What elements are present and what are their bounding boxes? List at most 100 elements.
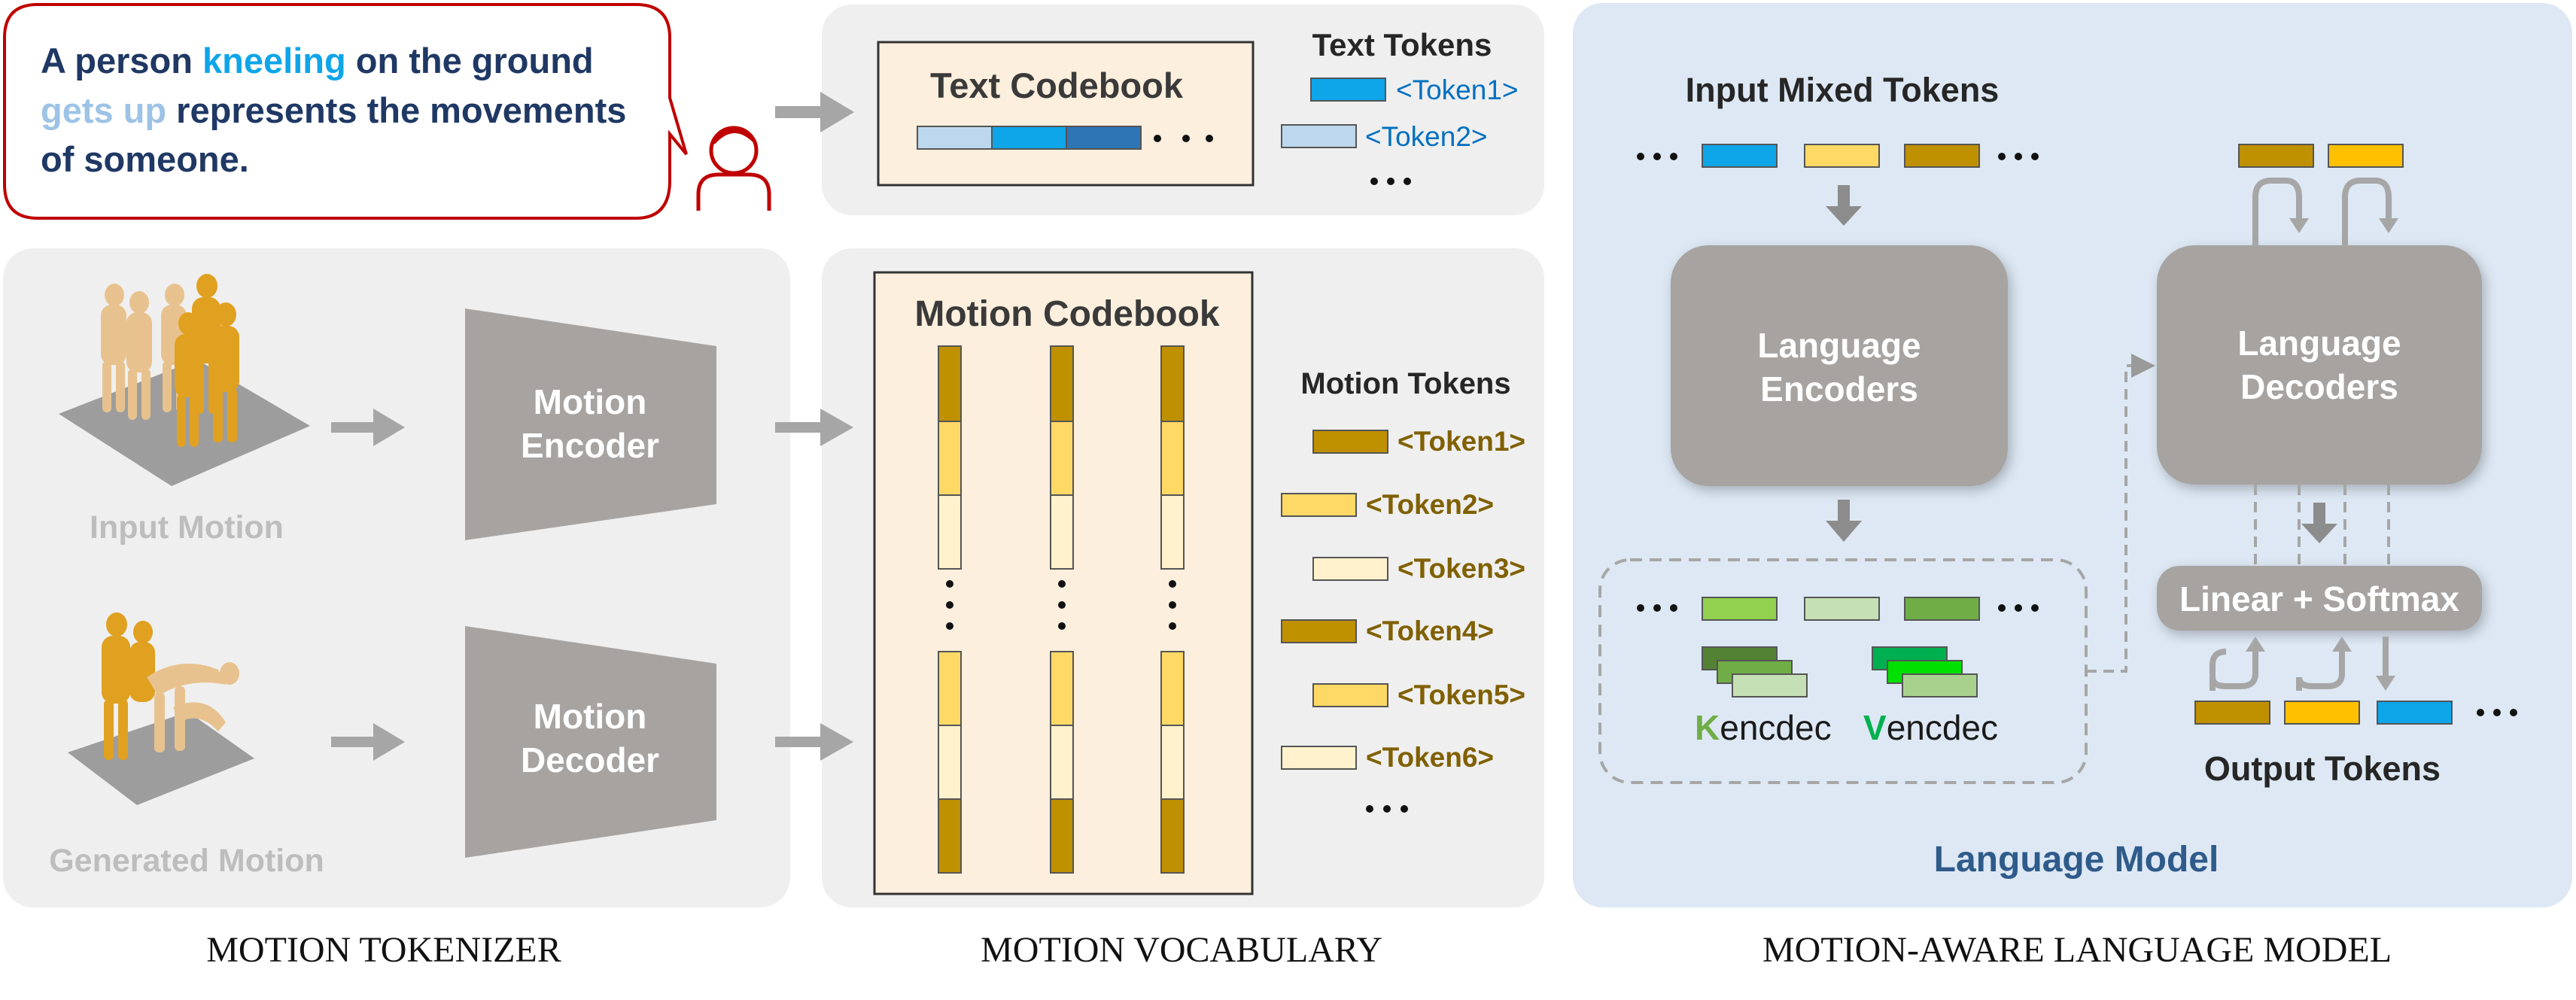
v-encdec-label: Vencdec (1863, 708, 1998, 747)
codebook-column-2-dot-3 (1058, 622, 1066, 630)
codebook-column-3-cell-5 (1160, 725, 1185, 800)
codebook-column-1-cell-6 (938, 798, 962, 874)
codebook-column-3-dot-2 (1169, 601, 1176, 609)
codebook-column-3-cell-2 (1160, 421, 1185, 496)
text-codebook-ellipsis (1154, 135, 1213, 142)
text-codebook-title: Text Codebook (930, 65, 1184, 105)
codebook-column-3-cell-1 (1160, 345, 1185, 422)
input-ellipsis-left (1637, 153, 1677, 160)
arrow-decoder-to-generated (331, 723, 405, 761)
output-token-orange (2284, 701, 2360, 725)
kv-ellipsis-right (1998, 604, 2039, 612)
text-token-2-swatch (1281, 124, 1357, 148)
kv-token-green-1 (1702, 597, 1778, 621)
prompt-text-5: represents the movements (166, 90, 626, 130)
text-code-cell-2 (991, 126, 1067, 150)
prompt-text-3: on the ground (346, 41, 594, 81)
output-tokens-title: Output Tokens (2204, 749, 2441, 788)
prompt-text-1: A person (41, 41, 202, 81)
arrow-input-to-encoder (331, 409, 405, 446)
input-token-light-gold (1804, 144, 1880, 168)
k-stack-icon (1702, 646, 1808, 698)
language-encoders-label-2: Encoders (1760, 369, 1918, 409)
codebook-column-3-cell-3 (1160, 494, 1185, 570)
motion-token-2-label: <Token2> (1366, 489, 1494, 520)
codebook-column-2-cell-3 (1050, 494, 1074, 570)
language-model-panel (1573, 3, 2572, 907)
codebook-column-3-cell-6 (1160, 798, 1185, 874)
arrow-codebook-to-decoder (775, 723, 853, 761)
codebook-column-2-cell-4 (1050, 651, 1074, 726)
caption-motion-tokenizer: MOTION TOKENIZER (206, 930, 561, 970)
k-encdec-label: Kencdec (1695, 708, 1832, 747)
output-token-blue (2377, 701, 2453, 725)
input-token-gold (1904, 144, 1980, 168)
decoder-loop-arrows (2252, 178, 2392, 247)
codebook-column-3-dot-3 (1169, 622, 1176, 630)
decoder-loop-arrowhead-1 (2289, 218, 2309, 233)
arrow-encoders-to-kv (1826, 500, 1862, 542)
arrow-to-text-codebook (775, 92, 854, 132)
codebook-column-1-cell-3 (938, 494, 962, 570)
kv-to-decoders-connector (2086, 354, 2155, 673)
language-model-title: Language Model (1934, 840, 2219, 880)
output-loop-arrow-left (2210, 652, 2345, 691)
codebook-column-1-dot-1 (946, 580, 953, 588)
output-loop-arrowhead-1 (2246, 637, 2265, 652)
codebook-column-2-cell-1 (1050, 345, 1074, 422)
motion-token-5-swatch (1312, 683, 1388, 707)
codebook-column-2-cell-6 (1050, 798, 1074, 874)
output-loop-arrowhead-2 (2332, 637, 2352, 652)
caption-motion-vocabulary: MOTION VOCABULARY (981, 930, 1382, 970)
motion-token-5-label: <Token5> (1397, 679, 1525, 710)
motion-token-3-label: <Token3> (1397, 553, 1525, 584)
decoder-top-token-orange (2328, 144, 2404, 168)
decoder-loop-arrowhead-2 (2379, 218, 2398, 233)
text-tokens-title: Text Tokens (1312, 27, 1492, 62)
codebook-column-3-dot-1 (1169, 580, 1176, 588)
motion-token-4-label: <Token4> (1366, 616, 1494, 646)
language-encoders-label-1: Language (1757, 326, 1921, 365)
input-token-blue (1702, 144, 1778, 168)
generated-motion-figure (68, 612, 254, 805)
output-ellipsis (2477, 709, 2517, 716)
language-decoders-label-1: Language (2237, 324, 2401, 363)
motion-token-6-swatch (1281, 746, 1357, 770)
linear-softmax-label: Linear + Softmax (2179, 579, 2459, 619)
v-stack-icon (1872, 646, 1978, 698)
codebook-column-2-dot-1 (1058, 580, 1066, 588)
svg-text:gets up represents the movemen: gets up represents the movements (41, 90, 626, 130)
input-motion-figure (59, 274, 310, 486)
text-codebook-box (877, 41, 1255, 187)
prompt-kneeling: kneeling (202, 41, 346, 81)
arrow-input-to-encoders (1826, 185, 1862, 226)
language-decoders-block (2157, 245, 2482, 485)
prompt-bubble: A person kneeling on the ground gets up … (2, 2, 688, 220)
prompt-text-6: of someone. (41, 139, 249, 179)
output-token-gold (2194, 701, 2270, 725)
kv-token-green-2 (1804, 597, 1880, 621)
motion-decoder-block (465, 626, 716, 858)
output-loop-arrows (2210, 649, 2227, 691)
arrow-encoder-to-codebook (775, 409, 853, 446)
decoder-top-token-gold (2238, 144, 2314, 168)
motion-decoder-label-1: Motion (534, 697, 647, 736)
motion-token-1-swatch (1312, 430, 1388, 454)
motion-decoder-label-2: Decoder (521, 740, 659, 780)
motion-token-2-swatch (1281, 493, 1357, 517)
input-mixed-tokens-title: Input Mixed Tokens (1686, 71, 2000, 109)
codebook-column-1-cell-5 (938, 725, 962, 800)
language-decoders-label-2: Decoders (2240, 367, 2398, 406)
text-code-cell-1 (917, 126, 993, 150)
motion-encoder-label-1: Motion (534, 382, 647, 421)
codebook-column-2-dot-2 (1058, 601, 1066, 609)
motion-encoder-label-2: Encoder (521, 426, 659, 465)
input-ellipsis-right (1998, 153, 2039, 160)
linear-softmax-block (2157, 566, 2482, 631)
codebook-column-2-cell-2 (1050, 421, 1074, 496)
text-tokens-ellipsis (1370, 178, 1411, 185)
text-token-1-swatch (1310, 78, 1386, 102)
motion-token-3-swatch (1312, 557, 1388, 581)
svg-text:A person kneeling on the groun: A person kneeling on the ground (41, 41, 594, 81)
motion-tokens-title: Motion Tokens (1300, 367, 1510, 400)
